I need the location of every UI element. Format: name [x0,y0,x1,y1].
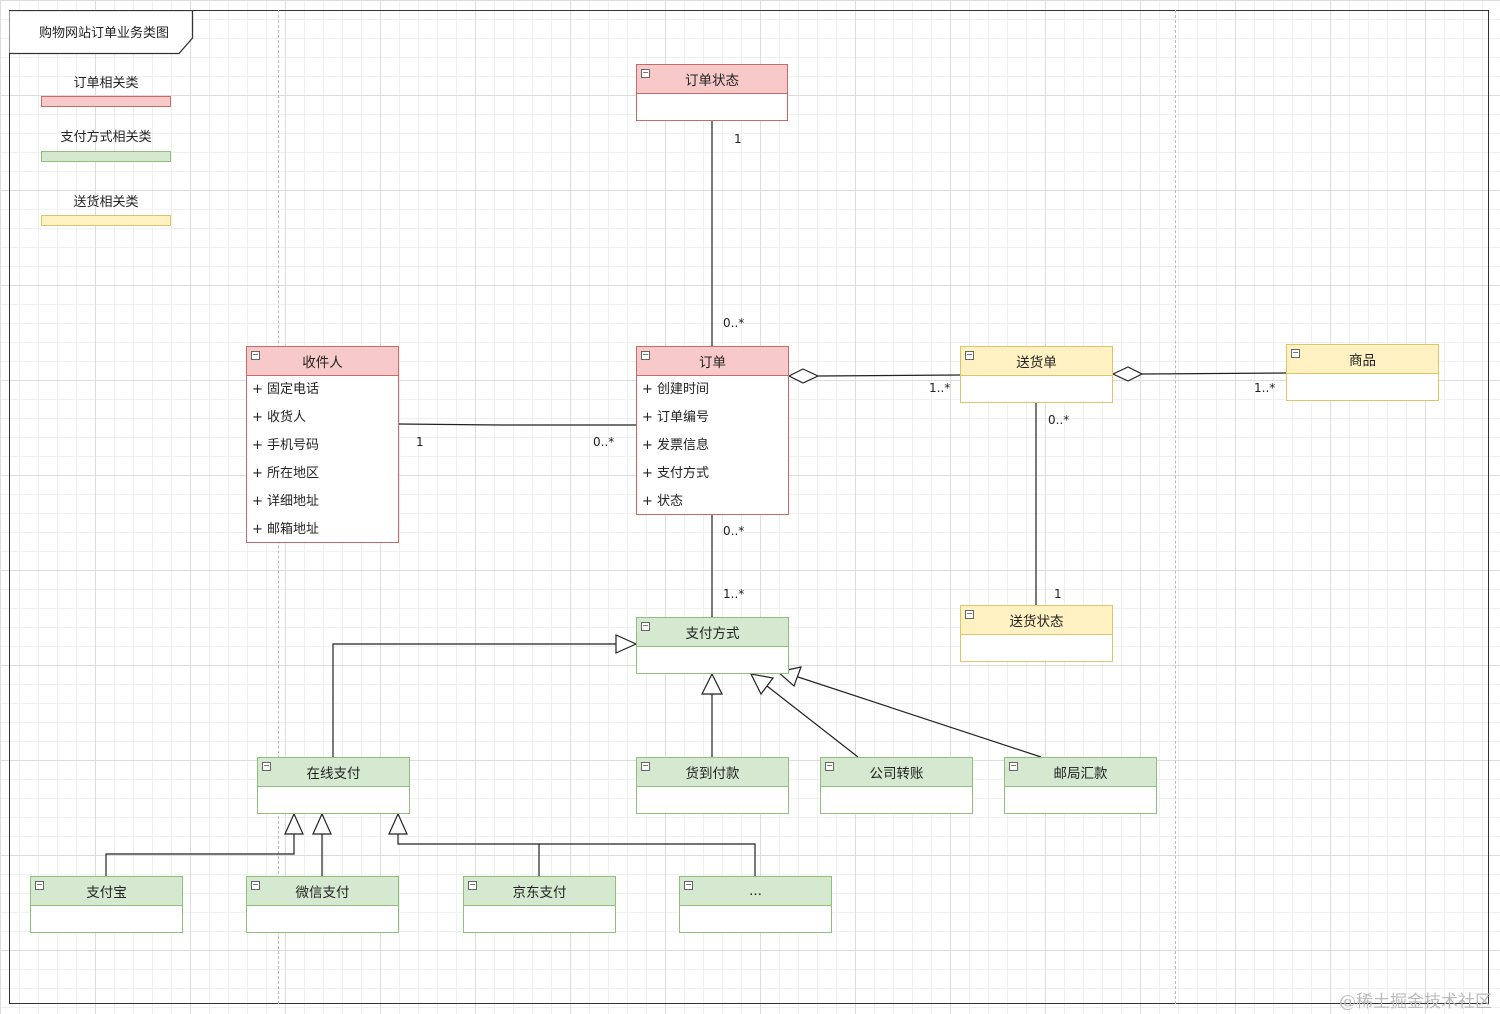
class-name: 货到付款 [685,766,740,782]
frame-title-tab: 购物网站订单业务类图 [9,10,194,55]
class-payment-method[interactable]: − 支付方式 [636,617,789,674]
attribute-row: + 支付方式 [642,466,710,481]
aggregation-diamond-order [787,368,820,384]
class-name: 送货状态 [1009,614,1064,630]
collapse-icon[interactable]: − [251,880,260,890]
collapse-icon[interactable]: − [641,621,650,631]
multiplicity-label: 1 [1054,587,1062,601]
collapse-icon[interactable]: − [1009,761,1018,771]
class-name: 订单状态 [685,73,739,89]
aggregation-delivery-product [1141,372,1288,375]
collapse-icon[interactable]: − [965,609,974,619]
class-name: 微信支付 [295,885,350,901]
attribute-row: + 详细地址 [252,494,320,509]
attribute-row: + 订单编号 [642,410,710,425]
association-recipient-order [398,423,637,426]
class-name: 邮局汇款 [1053,766,1108,782]
attribute-row: + 所在地区 [252,466,320,481]
generalization-alipay [105,834,295,876]
attribute-row: + 创建时间 [642,382,710,397]
legend-label-payment: 支付方式相关类 [60,130,152,145]
multiplicity-label: 1..* [1254,381,1276,395]
class-product[interactable]: − 商品 [1286,344,1439,401]
multiplicity-label: 1..* [723,587,745,601]
attribute-row: + 状态 [642,494,684,509]
generalization-jd [397,834,540,876]
class-name: 收件人 [302,355,343,371]
class-name: 送货单 [1016,355,1057,371]
watermark: @稀土掘金技术社区 [1339,992,1492,1012]
collapse-icon[interactable]: − [641,68,650,78]
collapse-icon[interactable]: − [641,350,650,360]
collapse-icon[interactable]: − [641,761,650,771]
class-name: 商品 [1349,353,1376,369]
generalization-transfer [766,685,859,758]
class-delivery-status[interactable]: − 送货状态 [960,605,1113,662]
collapse-icon[interactable]: − [825,761,834,771]
class-name: ... [749,883,762,899]
attribute-row: + 手机号码 [252,438,320,453]
class-name: 支付宝 [86,885,127,901]
collapse-icon[interactable]: − [684,880,693,890]
aggregation-order-delivery [817,374,962,377]
collapse-icon[interactable]: − [965,350,974,360]
multiplicity-label: 1 [734,132,742,146]
generalization-arrow-shared [388,812,408,835]
class-recipient[interactable]: − 收件人 + 固定电话 + 收货人 + 手机号码 + 所在地区 + 详细地址 +… [246,346,399,543]
legend-label-delivery: 送货相关类 [73,195,139,210]
generalization-other [539,843,756,876]
multiplicity-label: 1..* [929,381,951,395]
generalization-arrow-online [615,634,638,654]
generalization-arrow-cod [701,672,723,695]
class-postal-remittance[interactable]: − 邮局汇款 [1004,757,1157,814]
collapse-icon[interactable]: − [468,880,477,890]
class-name: 京东支付 [512,885,567,901]
attribute-row: + 邮箱地址 [252,522,320,537]
aggregation-diamond-delivery [1111,366,1144,382]
legend-swatch-delivery [41,215,171,226]
collapse-icon[interactable]: − [262,761,271,771]
multiplicity-label: 0..* [1048,413,1070,427]
attribute-row: + 收货人 [252,410,307,425]
multiplicity-label: 0..* [593,435,615,449]
collapse-icon[interactable]: − [1291,348,1300,358]
multiplicity-label: 0..* [723,524,745,538]
legend-swatch-payment [41,151,171,162]
lane-divider-right [1175,10,1176,1004]
class-order-status[interactable]: − 订单状态 [636,64,788,121]
class-name: 公司转账 [869,766,924,782]
generalization-postal [794,675,1042,758]
generalization-arrow-transfer [749,673,775,696]
class-name: 支付方式 [685,626,740,642]
generalization-online [332,643,616,757]
multiplicity-label: 1 [416,435,424,449]
collapse-icon[interactable]: − [35,880,44,890]
collapse-icon[interactable]: − [251,350,260,360]
class-name: 订单 [699,355,726,371]
generalization-arrow-alipay [284,812,304,835]
class-other-payment[interactable]: −... [679,876,832,933]
legend-swatch-order [41,96,171,107]
class-order[interactable]: − 订单 + 创建时间 + 订单编号 + 发票信息 + 支付方式 + 状态 [636,346,789,515]
class-online-payment[interactable]: − 在线支付 [257,757,410,814]
class-alipay[interactable]: − 支付宝 [30,876,183,933]
multiplicity-label: 0..* [723,316,745,330]
class-wechat-pay[interactable]: − 微信支付 [246,876,399,933]
class-name: 在线支付 [306,766,361,782]
attribute-row: + 发票信息 [642,438,710,453]
attribute-row: + 固定电话 [252,382,320,397]
class-cash-on-delivery[interactable]: − 货到付款 [636,757,789,814]
diagram-title: 购物网站订单业务类图 [38,26,169,41]
class-jd-pay[interactable]: − 京东支付 [463,876,616,933]
diagram-frame [9,10,1489,1004]
class-delivery-note[interactable]: − 送货单 [960,346,1113,403]
generalization-arrow-wechat [312,812,332,835]
legend-label-order: 订单相关类 [73,76,139,91]
class-company-transfer[interactable]: − 公司转账 [820,757,973,814]
